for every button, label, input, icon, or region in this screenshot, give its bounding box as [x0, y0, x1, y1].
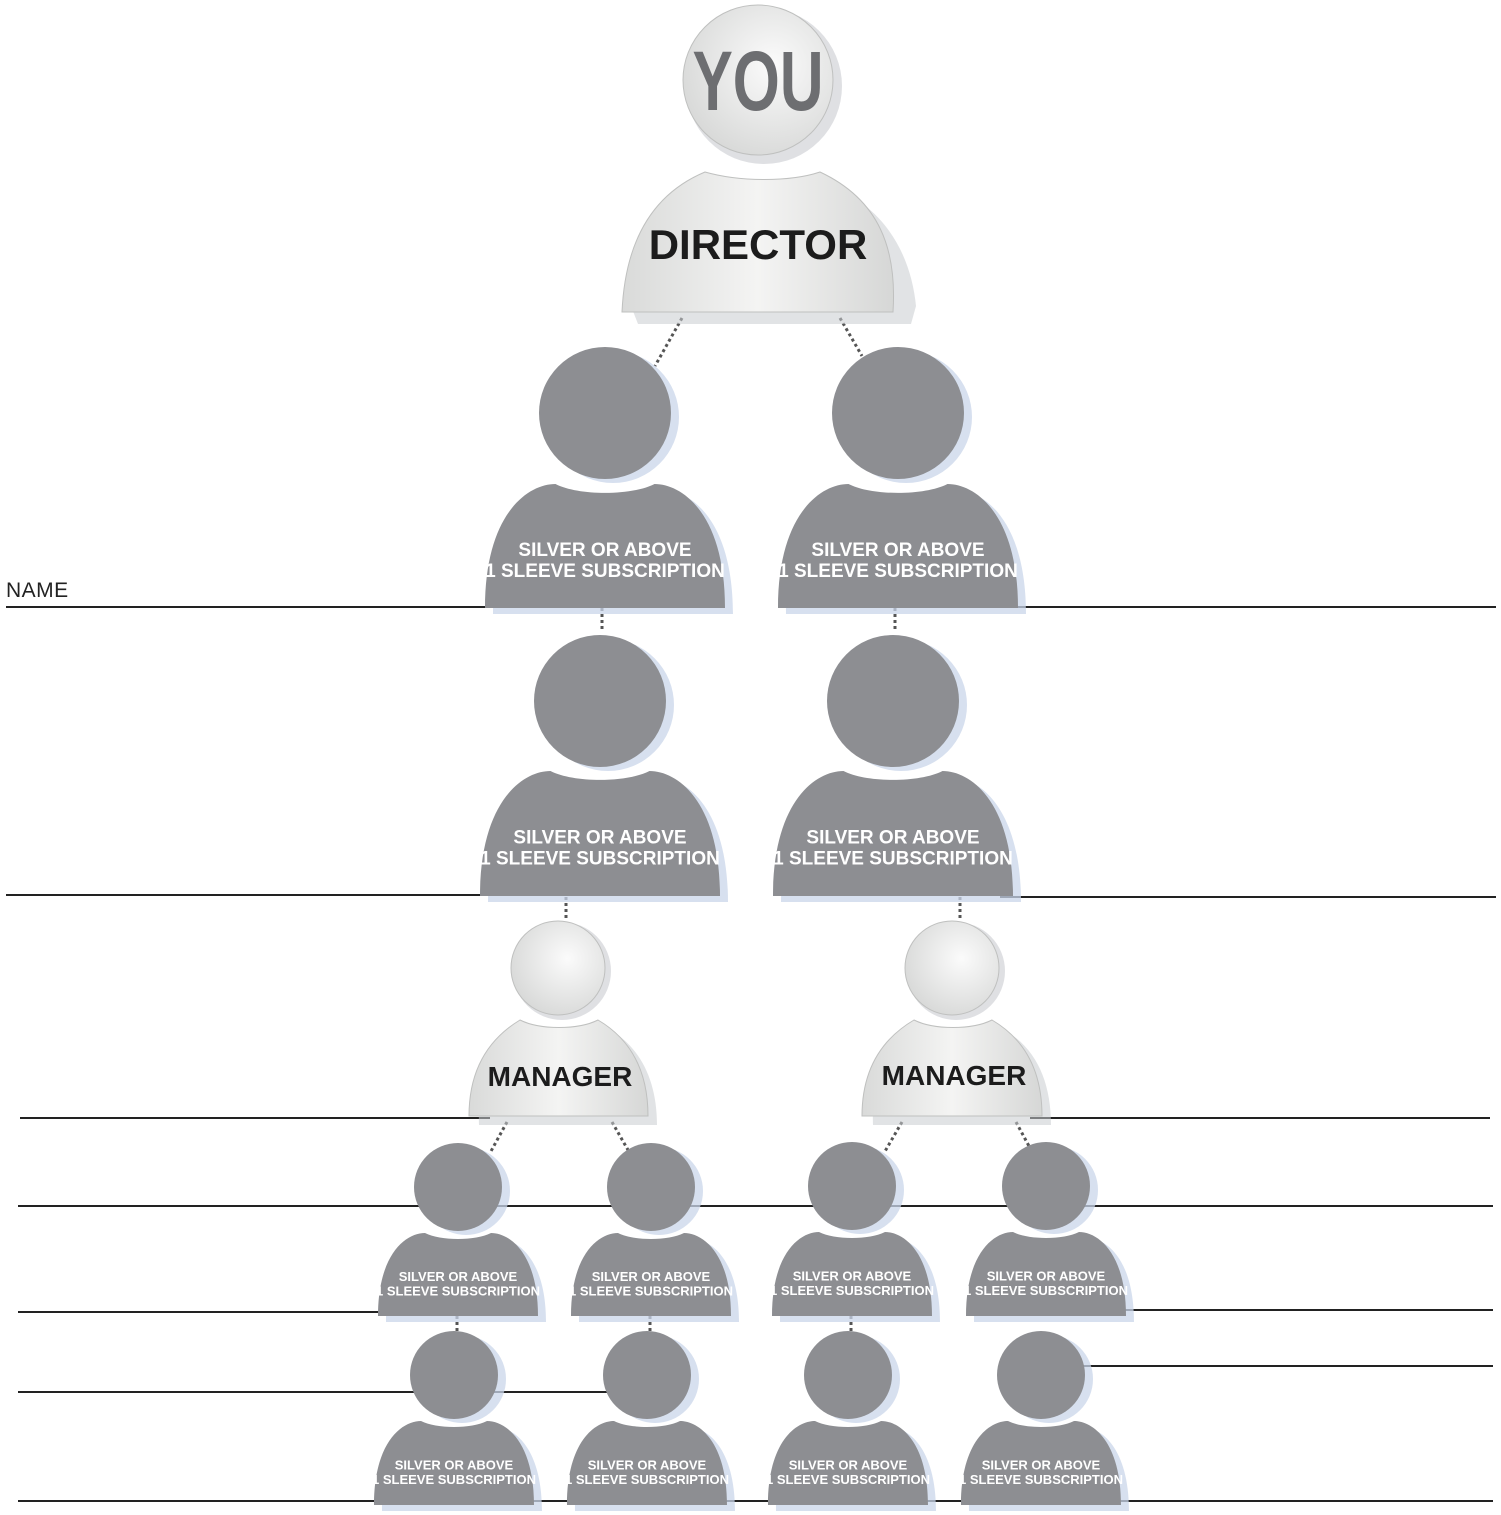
- name-line: [6, 606, 506, 608]
- silver-label-line2: 1 SLEEVE SUBSCRIPTION: [778, 561, 1018, 582]
- figure-body: [378, 1233, 538, 1316]
- figure-body: [778, 484, 1018, 608]
- name-line: [20, 1117, 490, 1119]
- silver-label-line2: 1 SLEEVE SUBSCRIPTION: [565, 1472, 729, 1487]
- silver-label-line2: 1 SLEEVE SUBSCRIPTION: [372, 1472, 536, 1487]
- silver-label-line2: 1 SLEEVE SUBSCRIPTION: [766, 1472, 930, 1487]
- figure-head: [997, 1331, 1085, 1419]
- name-line: [18, 1391, 618, 1393]
- name-line: [18, 1500, 1493, 1502]
- name-line: [1000, 896, 1496, 898]
- silver-label-line1: SILVER OR ABOVE: [592, 1269, 711, 1284]
- name-line: [1100, 1309, 1493, 1311]
- figure-head: [804, 1331, 892, 1419]
- figure-head: [1002, 1142, 1090, 1230]
- figure-head: [827, 635, 959, 767]
- silver-label-line2: 1 SLEEVE SUBSCRIPTION: [770, 1283, 934, 1298]
- name-label: NAME: [6, 579, 69, 602]
- manager-label: MANAGER: [882, 1060, 1027, 1091]
- director-label: DIRECTOR: [649, 221, 868, 268]
- you-label: YOU: [692, 34, 823, 128]
- figure-body: [374, 1421, 534, 1505]
- figure-body: [480, 771, 720, 896]
- silver-label-line2: 1 SLEEVE SUBSCRIPTION: [773, 848, 1013, 869]
- manager-figure-right: MANAGER: [861, 920, 1051, 1125]
- figure-head: [808, 1142, 896, 1230]
- name-line: [18, 1311, 398, 1313]
- silver-label-line2: 1 SLEEVE SUBSCRIPTION: [964, 1283, 1128, 1298]
- figure-head: [539, 347, 671, 479]
- figure-head: [832, 347, 964, 479]
- figure-body: [768, 1421, 928, 1505]
- name-line: [1000, 606, 1496, 608]
- figure-body: [567, 1421, 727, 1505]
- silver-label-line1: SILVER OR ABOVE: [399, 1269, 518, 1284]
- figure-body: [961, 1421, 1121, 1505]
- silver-label-line2: 1 SLEEVE SUBSCRIPTION: [485, 561, 725, 582]
- silver-label-line1: SILVER OR ABOVE: [793, 1269, 912, 1284]
- silver-label-line2: 1 SLEEVE SUBSCRIPTION: [959, 1472, 1123, 1487]
- silver-label-line1: SILVER OR ABOVE: [513, 828, 686, 849]
- silver-label-line1: SILVER OR ABOVE: [789, 1458, 908, 1473]
- figure-head: [414, 1143, 502, 1231]
- figure-body: [966, 1232, 1126, 1316]
- name-line: [6, 894, 506, 896]
- silver-label-line2: 1 SLEEVE SUBSCRIPTION: [480, 848, 720, 869]
- figure-head: [607, 1143, 695, 1231]
- silver-label-line1: SILVER OR ABOVE: [588, 1458, 707, 1473]
- silver-label-line2: 1 SLEEVE SUBSCRIPTION: [376, 1283, 540, 1298]
- figure-body: [773, 771, 1013, 896]
- name-line: [1080, 1365, 1493, 1367]
- silver-label-line1: SILVER OR ABOVE: [987, 1269, 1106, 1284]
- figure-head: [534, 635, 666, 767]
- silver-label-line1: SILVER OR ABOVE: [982, 1458, 1101, 1473]
- director-figure: YOU DIRECTOR: [621, 4, 916, 324]
- name-line: [18, 1205, 1493, 1207]
- silver-label-line1: SILVER OR ABOVE: [811, 540, 984, 561]
- silver-label-line1: SILVER OR ABOVE: [806, 828, 979, 849]
- figure-body: [485, 484, 725, 608]
- figure-head: [410, 1331, 498, 1419]
- silver-label-line1: SILVER OR ABOVE: [395, 1458, 514, 1473]
- figure-body: [571, 1233, 731, 1316]
- manager-label: MANAGER: [488, 1061, 633, 1092]
- silver-label-line2: 1 SLEEVE SUBSCRIPTION: [569, 1283, 733, 1298]
- manager-figure-left: MANAGER: [468, 920, 657, 1125]
- silver-label-line1: SILVER OR ABOVE: [518, 540, 691, 561]
- figure-head: [603, 1331, 691, 1419]
- name-line: [1030, 1117, 1490, 1119]
- figure-body: [772, 1232, 932, 1316]
